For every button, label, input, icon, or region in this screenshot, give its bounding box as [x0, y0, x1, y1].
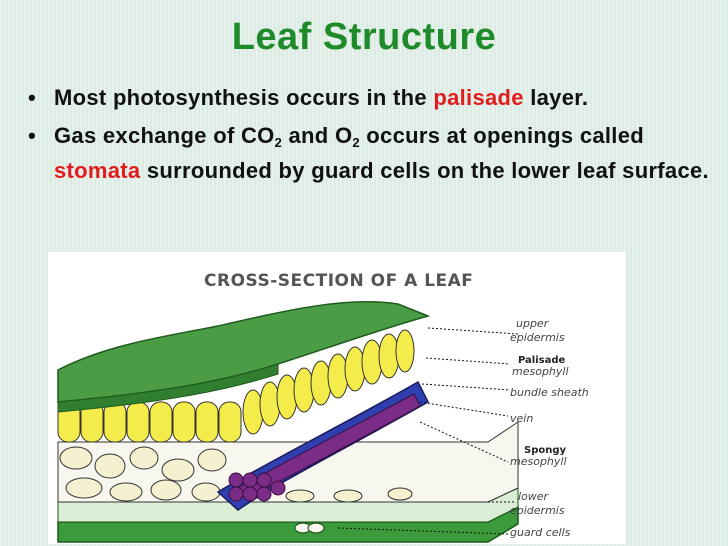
bullet-marker: • — [28, 85, 37, 110]
subscript-co2: 2 — [274, 135, 283, 150]
slide-title: Leaf Structure — [231, 16, 497, 58]
vein-bundle — [216, 380, 429, 511]
bullet-text: occurs at openings called — [359, 123, 644, 148]
subscript-o2: 2 — [352, 135, 360, 150]
figure-title: CROSS-SECTION OF A LEAF — [204, 271, 473, 291]
label-upper-epidermis-2: epidermis — [510, 331, 565, 344]
bullet-text: and O — [282, 123, 353, 148]
leaf-cross-section-figure: CROSS-SECTION OF A LEAF — [48, 252, 626, 544]
palisade-cells-side — [242, 329, 415, 435]
label-guard-cells: guard cells — [510, 526, 571, 539]
highlight-palisade: palisade — [433, 85, 524, 110]
bullet-text-end: surrounded by guard cells on the lower l… — [140, 158, 709, 183]
palisade-cells-front — [57, 401, 242, 443]
label-lower-epidermis-1: lower — [518, 490, 550, 503]
bullet-text: Most photosynthesis occurs in the — [54, 85, 434, 110]
bullet-text-end: layer. — [523, 85, 589, 110]
guard-cells — [294, 522, 325, 534]
spongy-cells — [59, 446, 413, 503]
vein-cells — [228, 472, 286, 502]
label-spongy-1: Spongy — [524, 445, 567, 456]
vein — [237, 393, 421, 499]
bullet-text: Gas exchange of CO — [54, 123, 275, 148]
label-palisade-2: mesophyll — [512, 365, 569, 378]
label-spongy-2: mesophyll — [510, 455, 567, 468]
label-vein: vein — [510, 412, 533, 425]
bullet-gas-exchange: •Gas exchange of CO2 and O2 occurs at op… — [24, 122, 714, 185]
bullet-photosynthesis: • Most photosynthesis occurs in the palis… — [24, 84, 714, 112]
leaf-diagram: CROSS-SECTION OF A LEAF — [57, 271, 589, 543]
upper-epidermis-edge — [57, 363, 279, 413]
label-bundle-sheath: bundle sheath — [510, 386, 589, 399]
highlight-stomata: stomata — [54, 158, 141, 183]
leader-lines — [337, 327, 519, 535]
label-upper-epidermis-1: upper — [516, 317, 550, 330]
label-lower-epidermis-2: epidermis — [510, 504, 565, 517]
label-palisade-1: Palisade — [518, 355, 566, 366]
bullet-marker: • — [28, 123, 37, 148]
bullet-list: • Most photosynthesis occurs in the palis… — [24, 84, 714, 195]
